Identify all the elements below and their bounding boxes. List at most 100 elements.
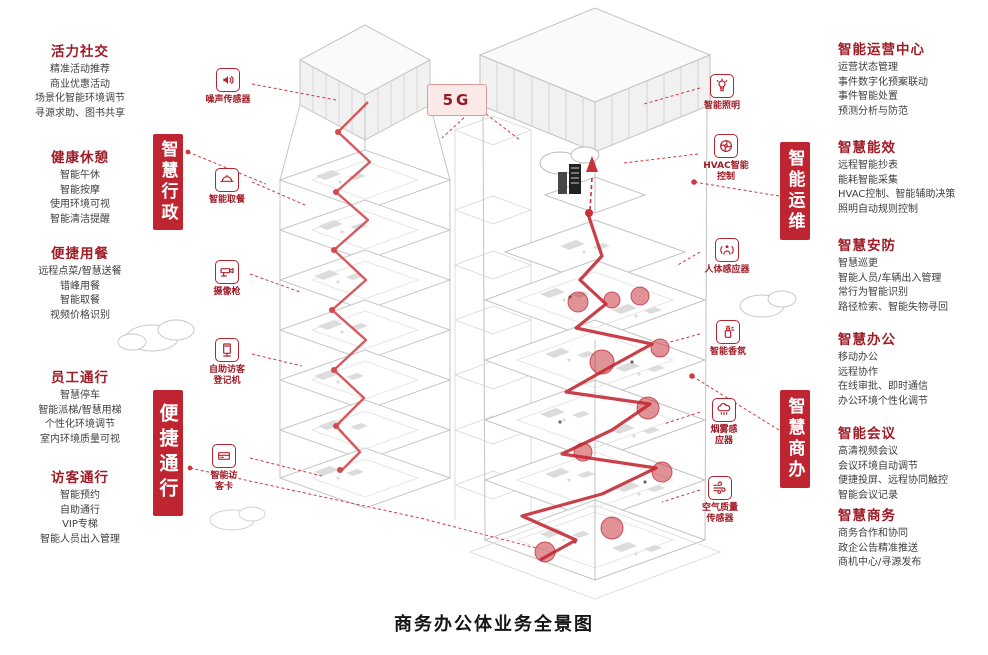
smoke-sensor-icon [712,398,736,422]
group-item: 智能人员/车辆出入管理 [838,272,942,284]
group-item: 智能清洁提醒 [50,213,110,225]
right-tower [468,7,722,600]
group-item: 能耗智能采集 [838,174,898,186]
icon-label: 空气质量传感器 [701,503,738,524]
group-item: 高清视频会议 [838,446,898,457]
icon-label: 噪声传感器 [205,95,251,105]
left-tower [278,24,452,509]
hvac-control-icon [714,134,738,158]
people-dots [558,295,647,544]
cloud-bottom [209,506,266,531]
group-visitor-access: 访客通行 智能预约 自助通行 VIP专梯 智能人员出入管理 [14,466,146,547]
icon-label: 自助访客登记机 [208,365,245,386]
group-smart-meeting: 智能会议 高清视频会议 会议环境自动调节 便捷投屏、远程协同触控 智能会议记录 [838,422,988,503]
group-item: 远程智能抄表 [838,160,898,171]
group-item: 商务合作和协同 [838,528,908,539]
group-heading: 便捷用餐 [51,246,109,262]
badge-5g: 5G [427,84,487,116]
vertical-label-smart-ops: 智能运维 [780,142,810,240]
group-item: 智能人员出入管理 [40,533,120,545]
cctv-camera-icon [215,260,239,284]
group-item: 智能会议记录 [838,489,898,501]
icon-label: 人体感应器 [704,265,750,275]
cloud-right [739,290,797,318]
group-item: 室内环境质量可视 [40,433,120,445]
legend-smart-lighting: 智能照明 [690,74,754,112]
right-tower-furniture [540,240,665,556]
smart-fragrance-icon [716,320,740,344]
meal-pickup-icon [215,168,239,192]
group-item: 在线审批、即时通信 [838,381,928,392]
group-employee-access: 员工通行 智慧停车 智能派梯/智慧用梯 个性化环境调节 室内环境质量可视 [14,366,146,447]
legend-cctv-camera: 摄像枪 [195,260,259,298]
group-item: 个性化环境调节 [45,419,115,430]
legend-hvac-control: HVAC智能控制 [694,134,758,182]
vertical-label-convenient-access: 便捷通行 [153,390,183,516]
group-heading: 智慧安防 [838,238,896,254]
hotspots [534,286,673,563]
legend-body-sensor: 人体感应器 [695,238,759,276]
group-item: 便捷投屏、远程协同触控 [838,475,948,486]
cloud-platform [539,146,600,194]
group-item: 移动办公 [838,352,878,363]
group-item: 会议环境自动调节 [838,460,918,472]
group-smart-security: 智慧安防 智慧巡更 智能人员/车辆出入管理 常行为智能识别 路径检索、智能失物寻… [838,234,988,315]
group-heading: 智慧办公 [838,332,896,348]
group-item: 智能按摩 [60,184,100,196]
group-heading: 智慧商务 [838,508,896,524]
group-item: 场景化智能环境调节 [35,93,125,104]
group-item: 路径检索、智能失物寻回 [838,301,948,313]
cloud-left [117,319,195,352]
legend-visitor-card: 智能访客卡 [192,444,256,492]
group-item: 智慧巡更 [838,258,878,269]
icon-label: HVAC智能控制 [703,161,749,182]
group-item: 远程点菜/智慧送餐 [38,266,122,277]
icon-label: 摄像枪 [213,287,241,297]
group-smart-operation-center: 智能运营中心 运营状态管理 事件数字化预案联动 事件智能处置 预测分析与防范 [838,38,988,119]
legend-air-quality-sensor: 空气质量传感器 [688,476,752,524]
group-item: 使用环境可视 [50,199,110,210]
group-healthy-rest: 健康休憩 智能午休 智能按摩 使用环境可视 智能清洁提醒 [14,146,146,227]
left-tower-furniture [314,170,368,480]
group-item: 精准活动推荐 [50,64,110,75]
group-item: 运营状态管理 [838,62,898,73]
group-item: HVAC控制、智能辅助决策 [838,189,956,200]
air-quality-sensor-icon [708,476,732,500]
group-item: 远程协作 [838,366,878,378]
group-heading: 活力社交 [51,44,109,60]
icon-label: 智能照明 [703,101,740,111]
group-item: 自助通行 [60,504,100,516]
group-heading: 智能运营中心 [838,42,925,58]
legend-smart-fragrance: 智能香氛 [696,320,760,358]
visitor-kiosk-icon [215,338,239,362]
legend-smart-meal: 智能取餐 [195,168,259,206]
icon-label: 智能香氛 [709,347,746,357]
route-arrow-up [586,156,598,172]
group-heading: 健康休憩 [51,150,109,166]
group-heading: 智慧能效 [838,140,896,156]
legend-smoke-sensor: 烟雾感应器 [692,398,756,446]
route-right-tower [520,156,658,562]
legend-noise-sensor: 噪声传感器 [196,68,260,106]
middle-tower [453,115,533,520]
page-title: 商务办公体业务全景图 [394,614,594,635]
group-item: 商业优惠活动 [50,78,110,90]
group-heading: 智能会议 [838,426,896,442]
group-heading: 员工通行 [51,370,109,386]
group-smart-energy: 智慧能效 远程智能抄表 能耗智能采集 HVAC控制、智能辅助决策 照明自动规则控… [838,136,988,217]
cloud-building-icon [558,164,581,194]
visitor-card-icon [212,444,236,468]
route-left-tower [329,101,372,473]
group-convenient-dining: 便捷用餐 远程点菜/智慧送餐 错峰用餐 智能取餐 视频价格识别 [14,242,146,323]
group-heading: 访客通行 [51,470,109,486]
group-item: 视频价格识别 [50,309,110,321]
group-item: 事件智能处置 [838,91,898,102]
group-smart-office: 智慧办公 移动办公 远程协作 在线审批、即时通信 办公环境个性化调节 [838,328,988,409]
group-item: 政企公告精准推送 [838,542,918,554]
legend-visitor-kiosk: 自助访客登记机 [195,338,259,386]
icon-label: 烟雾感应器 [710,425,738,446]
group-item: 寻源求助、图书共享 [35,107,125,119]
icon-label: 智能取餐 [208,195,245,205]
group-item: 办公环境个性化调节 [838,395,928,407]
group-vitality-social: 活力社交 精准活动推荐 商业优惠活动 场景化智能环境调节 寻源求助、图书共享 [14,40,146,121]
